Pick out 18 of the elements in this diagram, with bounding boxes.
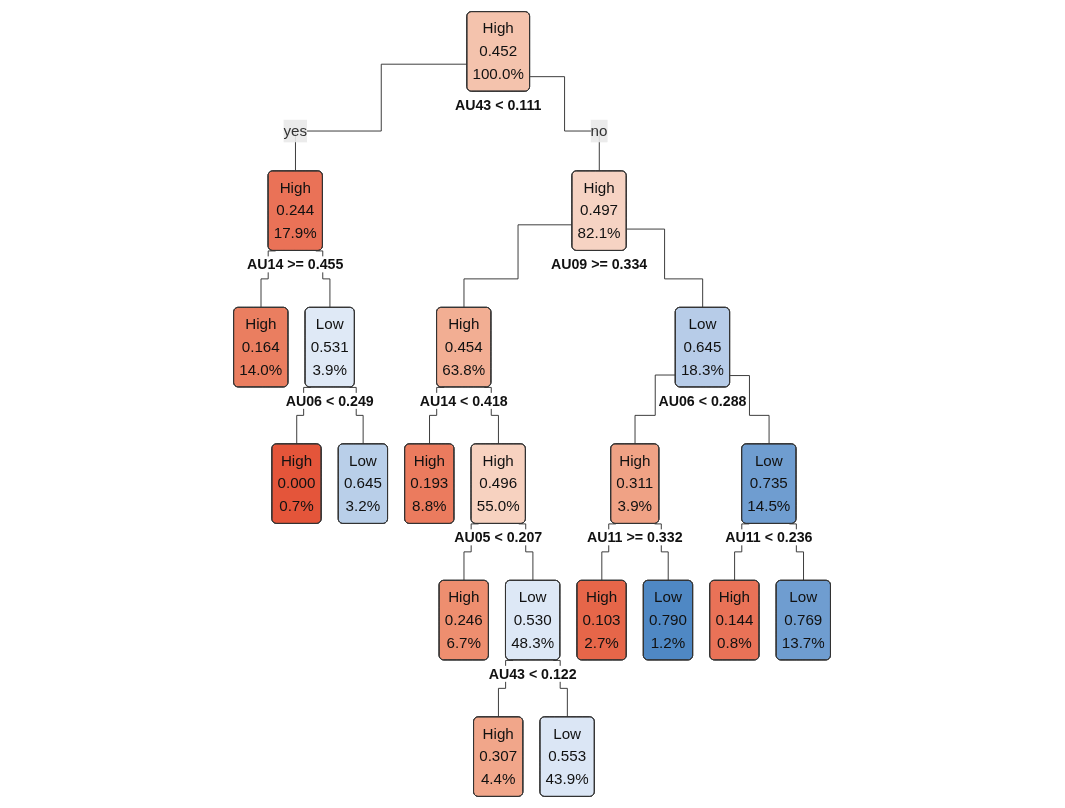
connector <box>730 375 771 445</box>
split-condition: AU06 < 0.288 <box>658 392 747 409</box>
split-condition: AU11 >= 0.332 <box>587 529 684 546</box>
split-condition: AU11 < 0.236 <box>725 529 813 546</box>
split-condition: AU05 < 0.207 <box>454 529 543 546</box>
edge-label: no <box>591 122 608 139</box>
connector <box>463 224 574 309</box>
split-condition: AU43 < 0.122 <box>489 665 578 682</box>
split-condition: AU14 < 0.418 <box>420 392 509 409</box>
split-condition: AU14 >= 0.455 <box>247 256 344 273</box>
edge-label: yes <box>283 122 308 139</box>
split-condition: AU06 < 0.249 <box>286 392 375 409</box>
connector <box>635 374 677 445</box>
split-condition: AU43 < 0.111 <box>455 97 542 114</box>
connector <box>295 63 469 172</box>
split-condition: AU09 >= 0.334 <box>551 256 648 273</box>
connector <box>530 76 601 172</box>
connector <box>626 228 704 309</box>
